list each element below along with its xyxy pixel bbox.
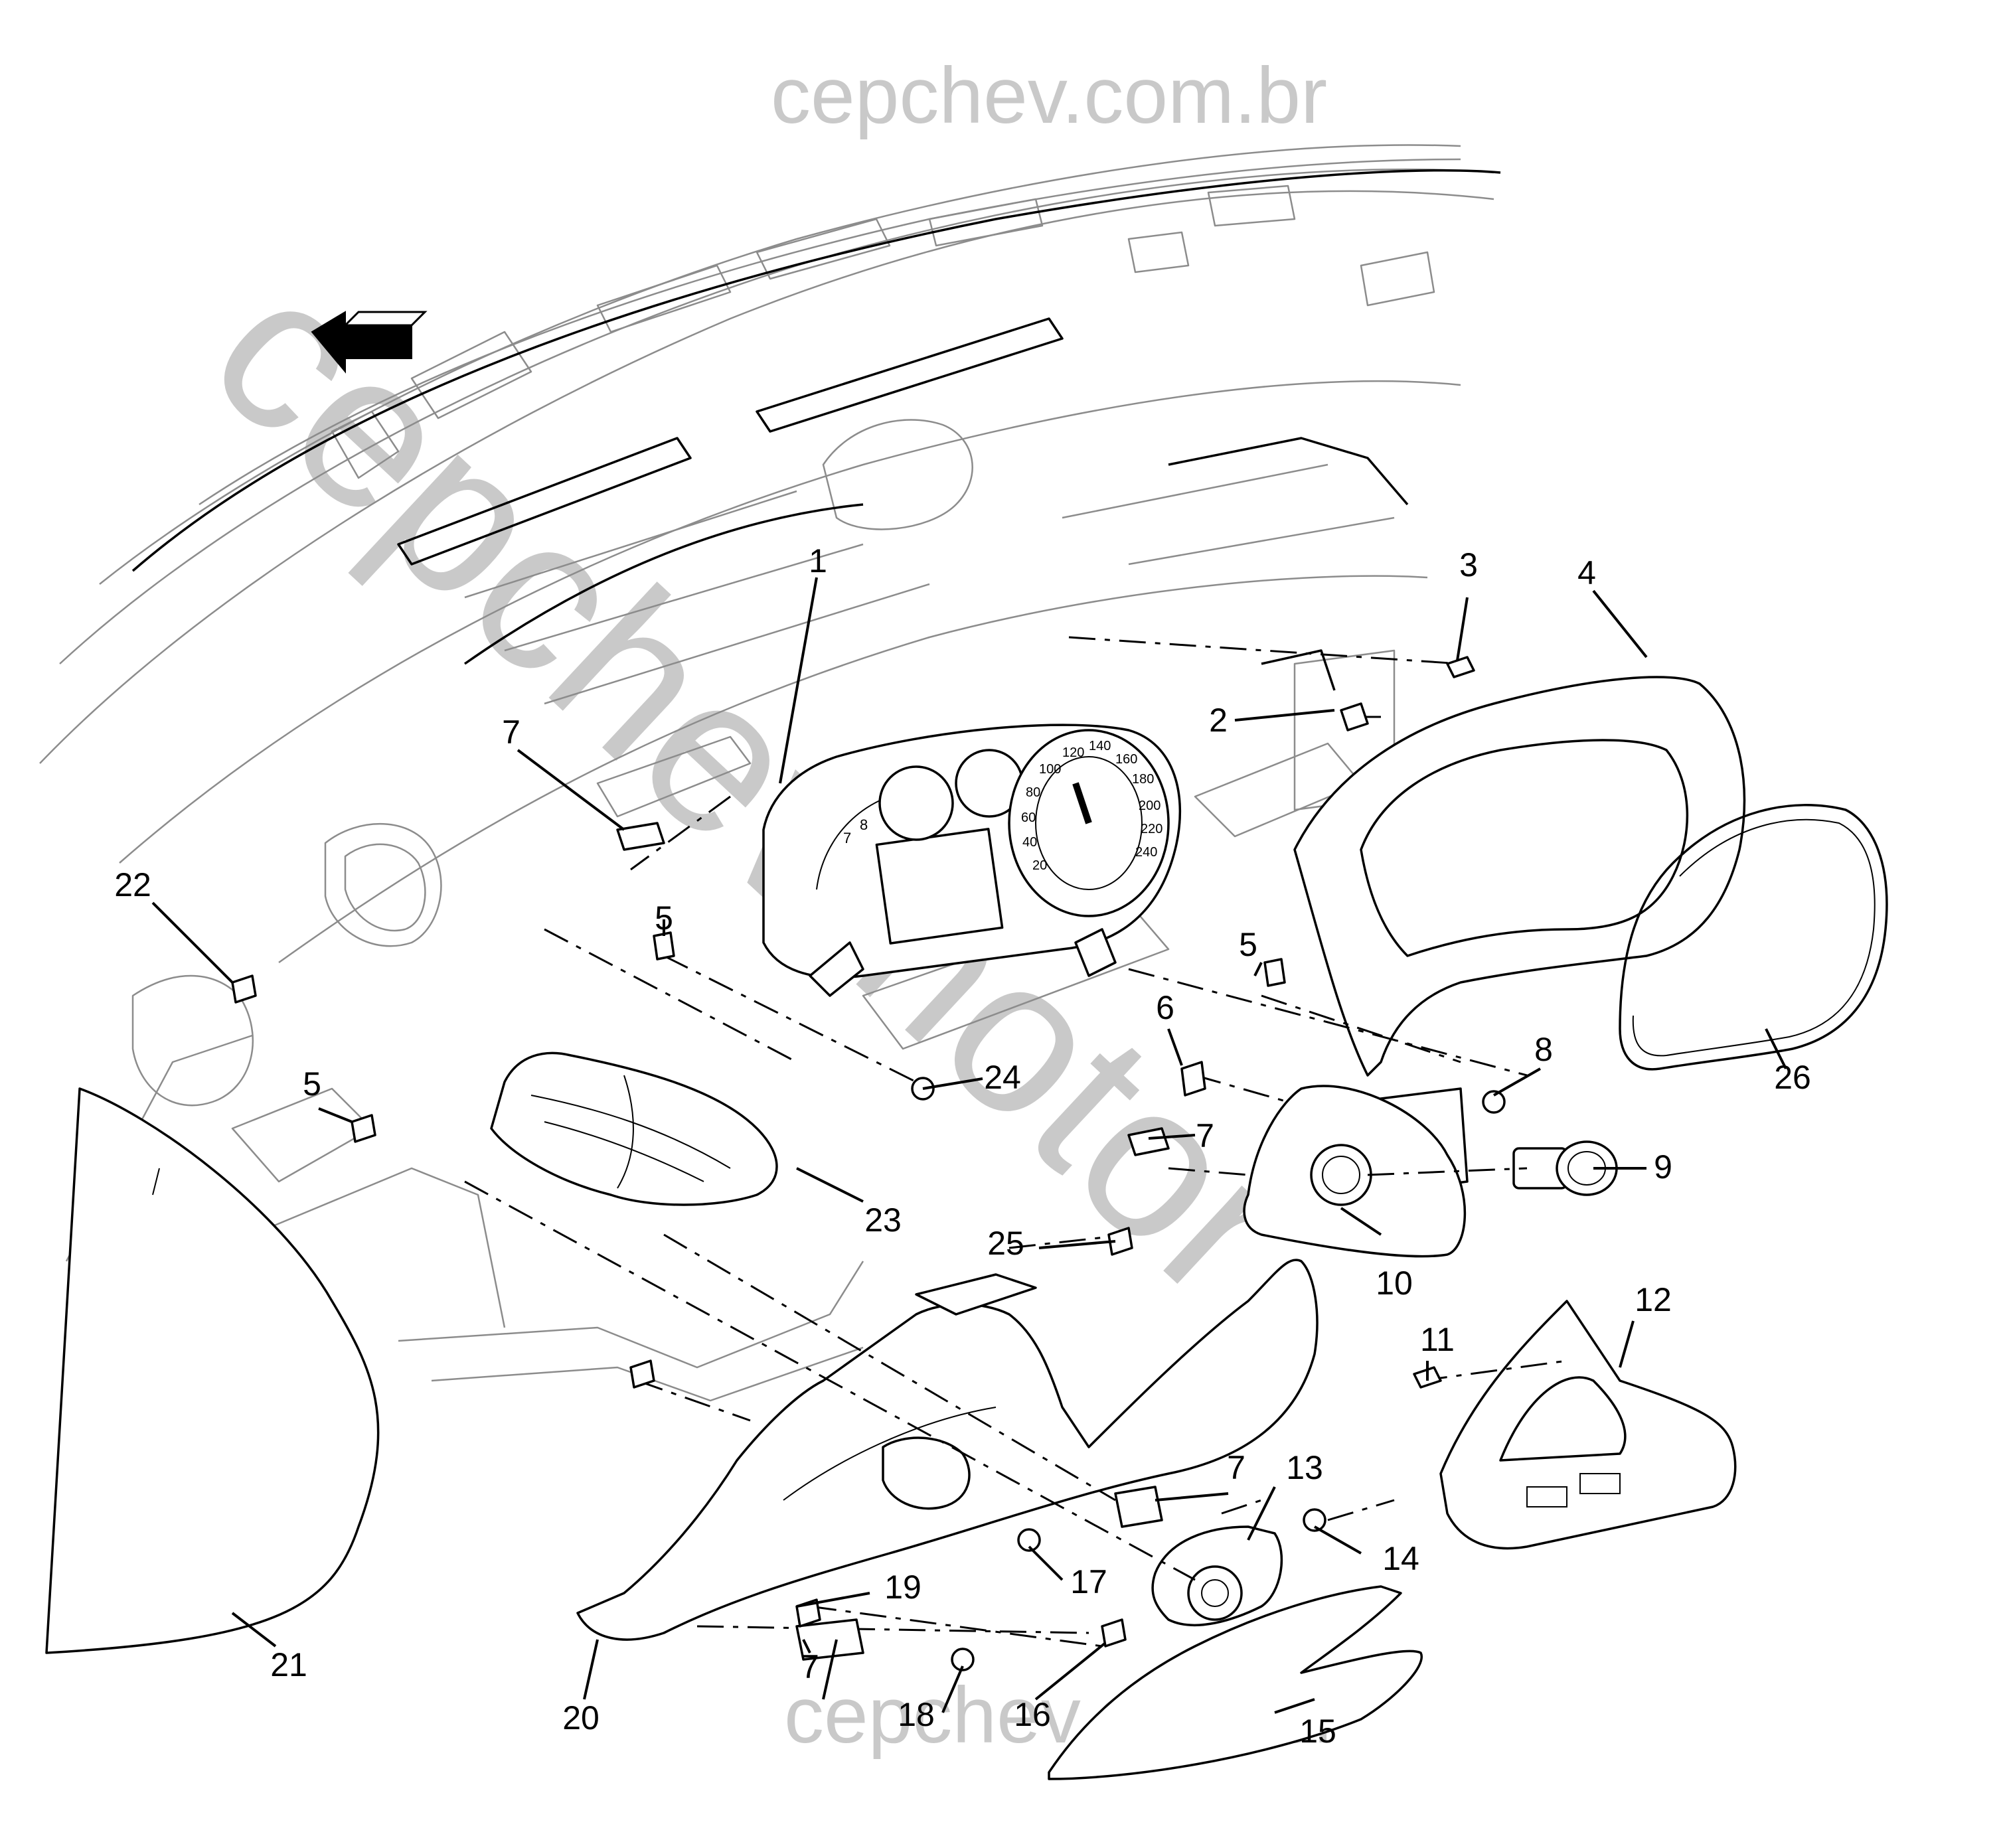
gauge-speed-60: 60 xyxy=(1021,810,1036,825)
callout-22: 22 xyxy=(114,866,151,903)
gauge-speed-80: 80 xyxy=(1026,785,1040,800)
callout-3: 3 xyxy=(1459,546,1478,583)
callout-14: 14 xyxy=(1382,1540,1419,1577)
callout-7-d: 7 xyxy=(801,1648,819,1685)
callout-17: 17 xyxy=(1070,1563,1107,1600)
gauge-speed-240: 240 xyxy=(1135,845,1157,860)
left-end-panel xyxy=(45,1087,380,1654)
lower-trim-panel xyxy=(1048,1585,1423,1780)
cluster-bezel xyxy=(1293,676,1746,1196)
gauge-speed-200: 200 xyxy=(1139,799,1161,813)
dashboard-center xyxy=(463,437,1409,691)
leader-lines xyxy=(151,577,1787,1714)
gauge-speed-220: 220 xyxy=(1141,822,1163,836)
callout-5-a: 5 xyxy=(655,899,673,937)
front-direction-arrow: FRT xyxy=(311,311,428,374)
left-end-panel-inner xyxy=(152,1168,160,1195)
gauge-speed-120: 120 xyxy=(1062,745,1084,760)
cluster-seal xyxy=(1619,804,1888,1071)
ignition-trim-plate xyxy=(1243,1085,1466,1258)
air-vent-outlet xyxy=(490,1051,778,1206)
callout-20: 20 xyxy=(562,1699,600,1736)
defrost-vent-left xyxy=(397,437,692,566)
callout-26: 26 xyxy=(1774,1059,1811,1096)
gauge-speed-140: 140 xyxy=(1089,739,1111,753)
assembly-lines xyxy=(464,636,1567,1648)
fasteners xyxy=(231,656,1506,1671)
callout-9: 9 xyxy=(1654,1148,1672,1186)
right-trim-panel xyxy=(1439,1300,1737,1550)
callout-5-b: 5 xyxy=(1239,926,1257,963)
gauge-speed-180: 180 xyxy=(1132,772,1154,787)
callout-10: 10 xyxy=(1376,1265,1413,1302)
callout-7-b: 7 xyxy=(1196,1117,1214,1154)
callout-8: 8 xyxy=(1534,1031,1553,1068)
gauge-tach-8: 8 xyxy=(860,816,868,833)
headlamp-switch xyxy=(1151,1525,1283,1627)
callout-21: 21 xyxy=(270,1646,307,1683)
callout-18: 18 xyxy=(898,1696,935,1733)
callout-7-c: 7 xyxy=(1227,1449,1245,1486)
callout-25: 25 xyxy=(987,1225,1024,1262)
callout-4: 4 xyxy=(1577,554,1596,591)
cluster-seal-inner xyxy=(1632,818,1876,1057)
defrost-vent-center xyxy=(756,317,1064,433)
callout-7-a: 7 xyxy=(502,714,521,751)
callout-6: 6 xyxy=(1156,989,1174,1026)
watermark-top: cepchev.com.br xyxy=(771,51,1327,140)
lower-center-panel xyxy=(576,1259,1319,1641)
callout-15: 15 xyxy=(1299,1713,1336,1750)
gauge-tach-7: 7 xyxy=(843,830,851,846)
gauge-speed-40: 40 xyxy=(1022,835,1037,850)
callout-23: 23 xyxy=(864,1201,902,1239)
instrument-cluster: 240 20 40 60 80 100 120 140 160 180 200 … xyxy=(762,724,1182,997)
callout-12: 12 xyxy=(1635,1281,1672,1318)
callout-1: 1 xyxy=(809,542,827,579)
callout-16: 16 xyxy=(1014,1696,1051,1733)
gauge-speed-100: 100 xyxy=(1039,762,1061,777)
callout-5-c: 5 xyxy=(303,1065,321,1103)
callout-labels: 1 2 3 4 5 5 5 6 7 7 7 7 8 9 10 11 12 13 … xyxy=(114,542,1811,1750)
gauge-speed-20: 20 xyxy=(1032,858,1047,873)
callout-13: 13 xyxy=(1286,1449,1323,1486)
dash-top-outline xyxy=(131,169,1501,572)
frt-label: FRT xyxy=(350,331,399,364)
callout-19: 19 xyxy=(884,1569,922,1606)
callout-2: 2 xyxy=(1209,702,1228,739)
push-start-switch xyxy=(1512,1140,1618,1196)
callout-11: 11 xyxy=(1420,1321,1455,1358)
callout-24: 24 xyxy=(984,1059,1021,1096)
gauge-speed-160: 160 xyxy=(1115,752,1137,767)
dashboard-substructure xyxy=(39,144,1494,1402)
